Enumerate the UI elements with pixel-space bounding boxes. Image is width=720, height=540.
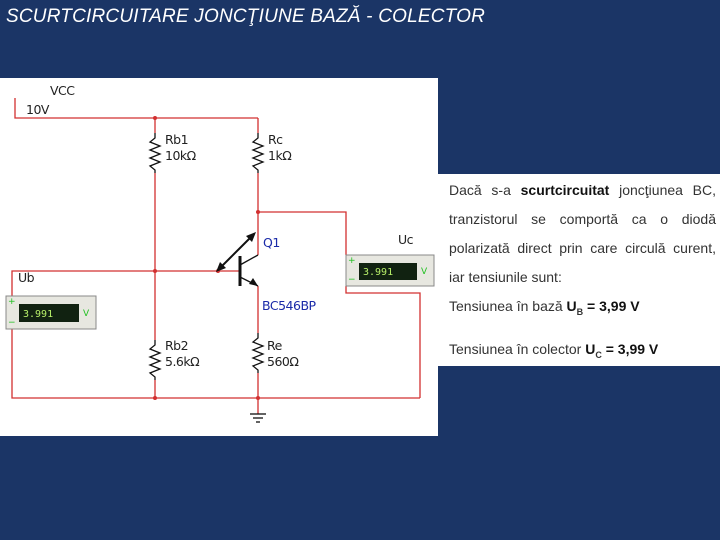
vcc-name-label: VCC xyxy=(50,83,75,98)
rb1-resistor xyxy=(148,133,162,173)
junction-dot xyxy=(153,396,157,400)
junction-dot xyxy=(153,116,157,120)
vcc-value-label: 10V xyxy=(26,102,49,117)
re-value-label: 560Ω xyxy=(267,354,299,369)
ub-label: Ub xyxy=(18,270,35,285)
circuit-diagram: VCC 10V Rb1 10kΩ Rc 1kΩ Q1 BC546BP Rb2 5… xyxy=(0,78,438,436)
rc-value-label: 1kΩ xyxy=(268,148,292,163)
slide-title: SCURTCIRCUITARE JONCŢIUNE BAZĂ - COLECTO… xyxy=(6,6,486,27)
rc-name-label: Rc xyxy=(268,132,283,147)
uc-result-subscript: C xyxy=(595,349,602,360)
circuit-schematic xyxy=(5,98,435,423)
ub-result-symbol: U xyxy=(566,298,577,314)
arrow-head-icon xyxy=(216,262,226,272)
junction-dot xyxy=(256,210,260,214)
resistors xyxy=(148,133,265,380)
q1-name-label: Q1 xyxy=(263,235,280,250)
junction-dot xyxy=(256,396,260,400)
ub-result-line: Tensiunea în bază UB = 3,99 V xyxy=(449,298,640,317)
uc-result-value: = 3,99 V xyxy=(605,341,659,357)
re-resistor xyxy=(251,333,265,373)
vcc-rail-wire xyxy=(14,98,258,119)
uc-result-line: Tensiunea în colector UC = 3,99 V xyxy=(449,341,658,360)
uc-voltmeter xyxy=(345,254,435,287)
explanation-text-start: Dacă s-a xyxy=(449,182,511,198)
ub-result-prefix: Tensiunea în bază xyxy=(449,298,563,314)
rb1-name-label: Rb1 xyxy=(165,132,189,147)
uc-meter-reading: 3.991 xyxy=(363,267,394,278)
rc-resistor xyxy=(251,133,265,173)
ub-result-subscript: B xyxy=(576,306,584,317)
uc-meter-unit: V xyxy=(421,267,428,277)
ub-meter-reading: 3.991 xyxy=(23,309,54,320)
ub-meter-minus: − xyxy=(8,318,16,328)
ub-voltmeter xyxy=(5,295,97,330)
ub-probe-wire xyxy=(11,270,155,300)
rb2-resistor xyxy=(148,340,162,380)
bottom-rail-wire xyxy=(11,324,420,399)
rb2-name-label: Rb2 xyxy=(165,338,189,353)
uc-return-wire xyxy=(345,286,421,398)
transistor-collector-lead xyxy=(239,254,259,266)
short-circuit-arrow-line xyxy=(219,235,253,269)
uc-meter-plus: + xyxy=(348,256,356,266)
explanation-panel: Dacă s-a scurtcircuitat joncţiunea BC, t… xyxy=(438,174,720,366)
explanation-bold-term: scurtcircuitat xyxy=(520,182,610,198)
uc-result-prefix: Tensiunea în colector xyxy=(449,341,582,357)
ground-icon xyxy=(250,413,266,423)
ub-meter-unit: V xyxy=(83,309,90,319)
uc-meter-display xyxy=(359,263,417,280)
ub-meter-display xyxy=(19,304,79,322)
re-name-label: Re xyxy=(267,338,282,353)
emitter-arrow-icon xyxy=(249,278,258,286)
junction-dot xyxy=(153,269,157,273)
q1-model-label: BC546BP xyxy=(262,298,316,313)
explanation-text-rest: joncţiunea BC, tranzistorul se comportă … xyxy=(449,182,717,285)
rb1-value-label: 10kΩ xyxy=(165,148,196,163)
ub-meter-plus: + xyxy=(8,297,16,307)
uc-probe-wire xyxy=(258,211,347,255)
ub-result-value: = 3,99 V xyxy=(587,298,640,314)
uc-result-symbol: U xyxy=(585,341,596,357)
explanation-paragraph: Dacă s-a scurtcircuitat joncţiunea BC, t… xyxy=(449,176,716,292)
arrow-head-icon xyxy=(246,232,256,242)
uc-label: Uc xyxy=(398,232,414,247)
transistor-q1 xyxy=(216,232,259,287)
uc-meter-minus: − xyxy=(348,275,356,285)
rb2-value-label: 5.6kΩ xyxy=(165,354,200,369)
